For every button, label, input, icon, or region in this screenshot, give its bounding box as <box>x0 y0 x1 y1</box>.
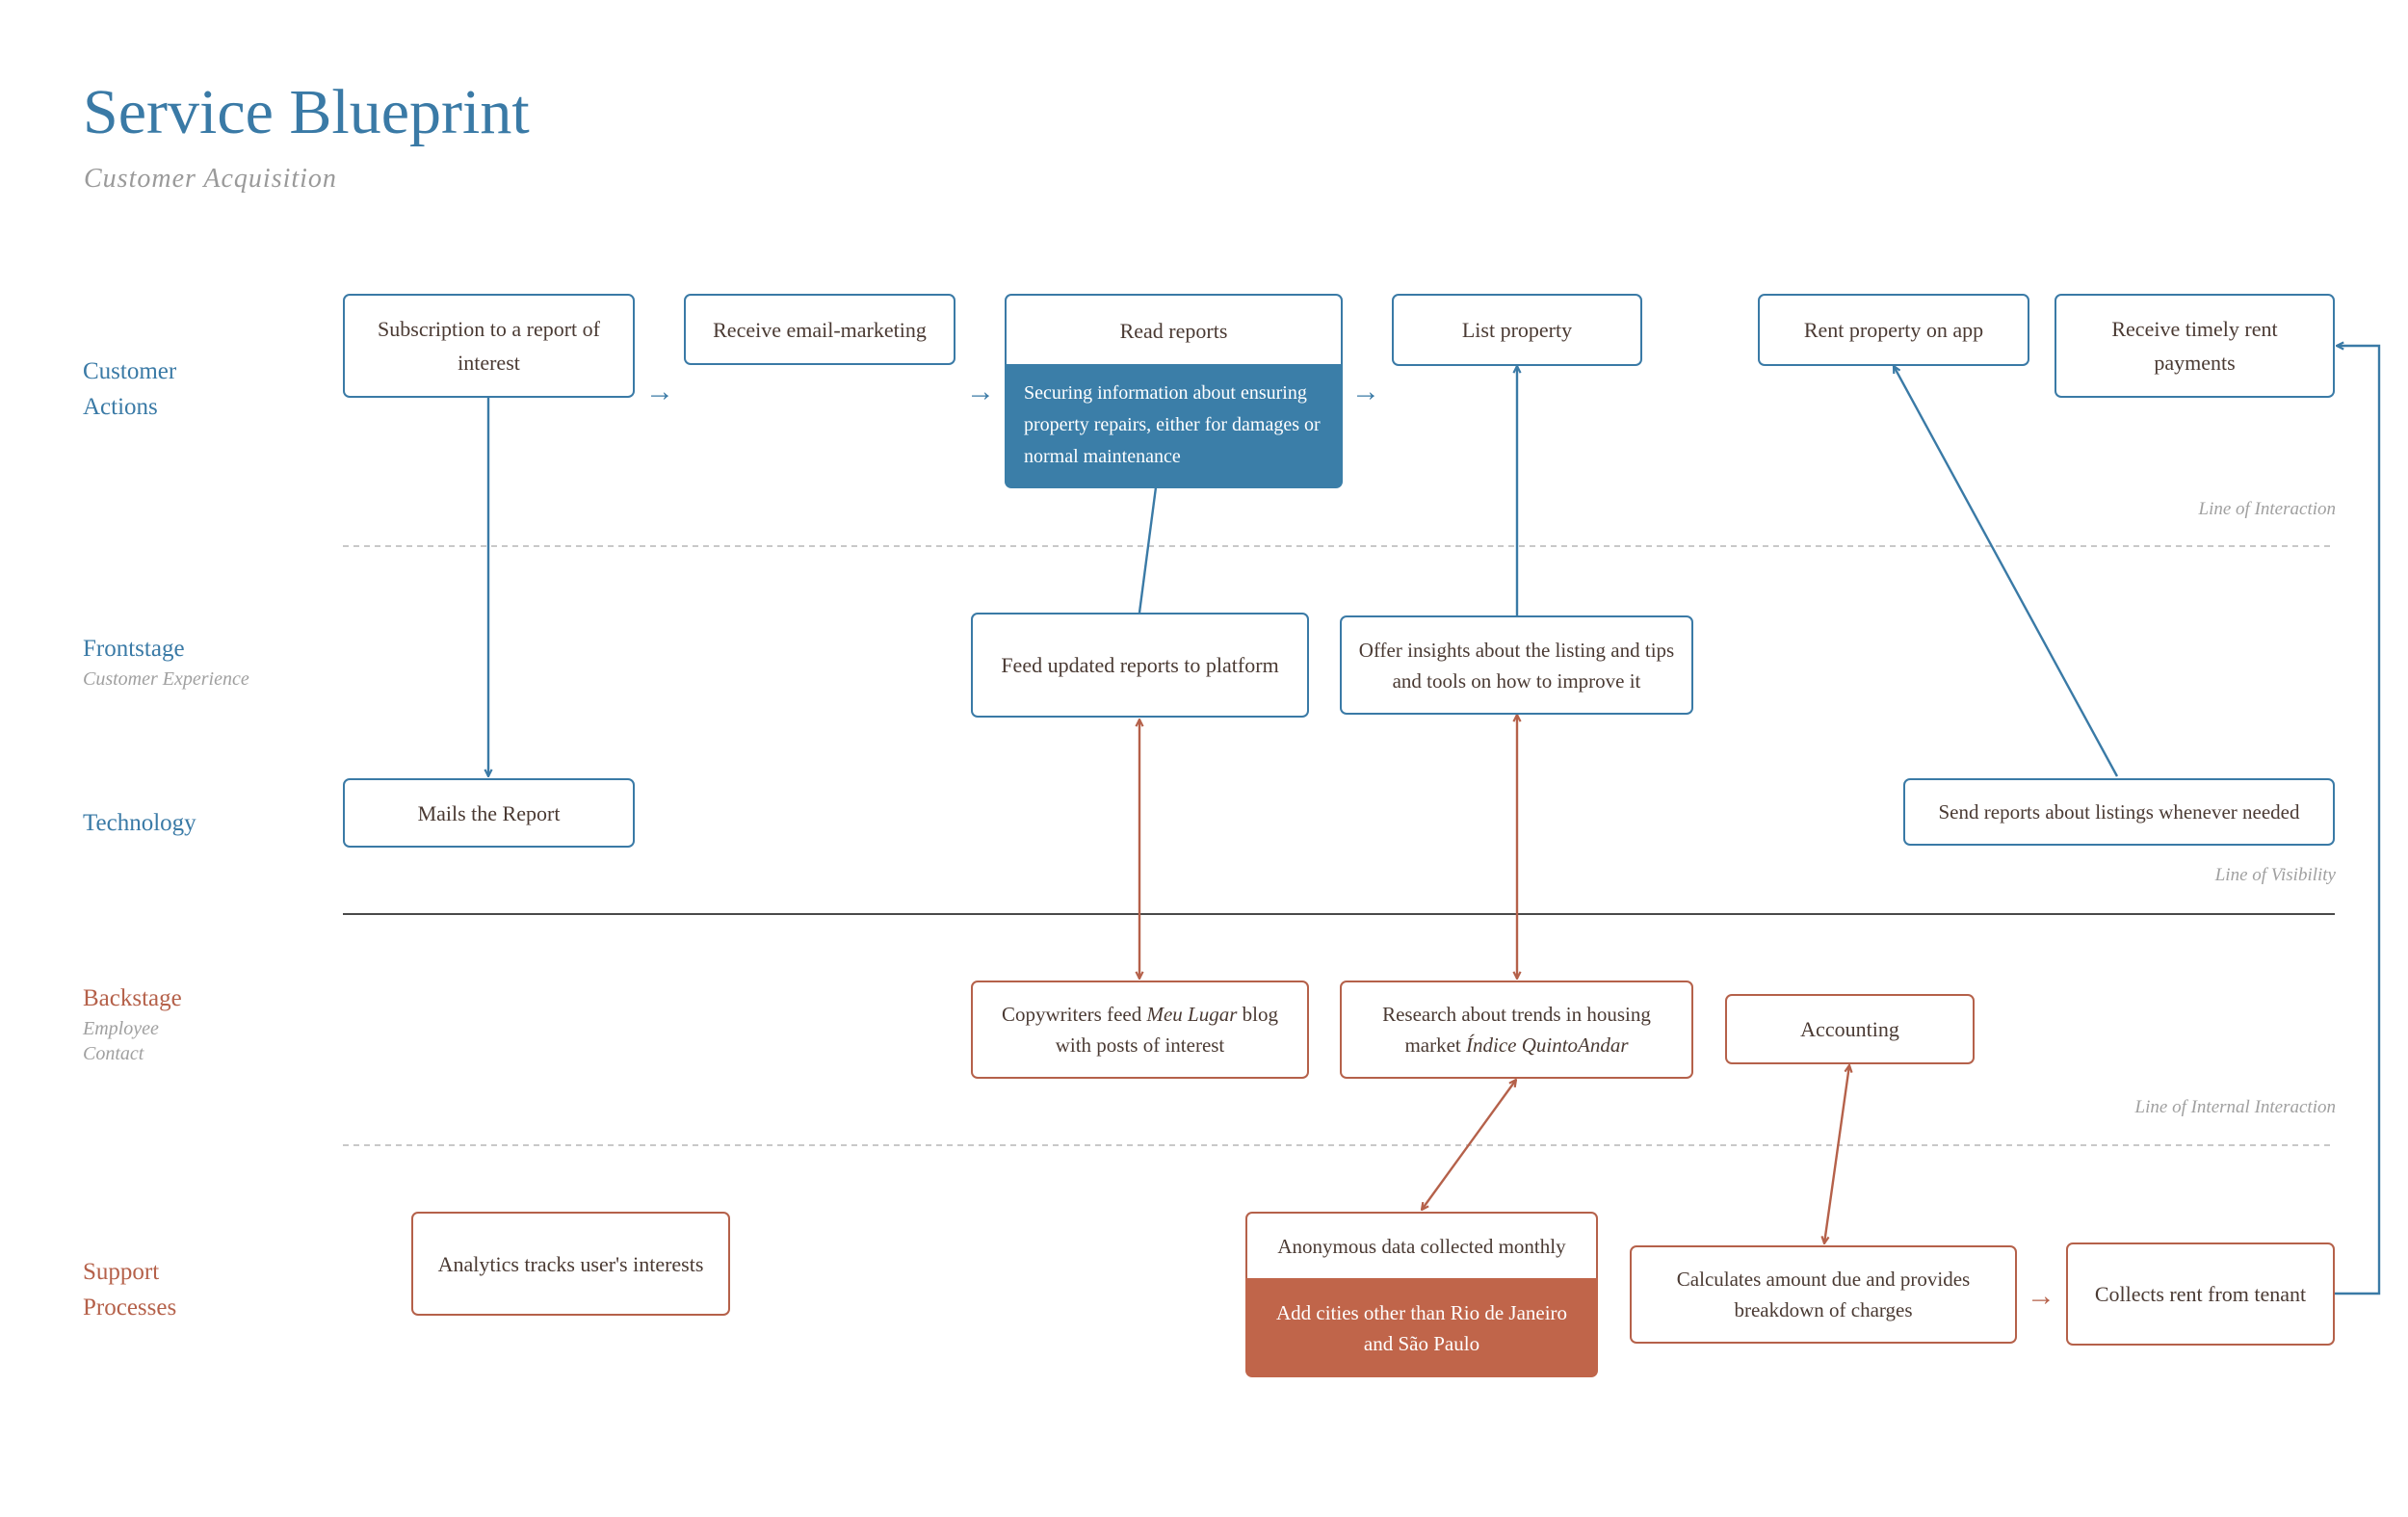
lane-sublabel: Customer Experience <box>83 668 249 690</box>
connector-accounting-calculates <box>1824 1065 1849 1243</box>
lane-label-line: Actions <box>83 394 158 420</box>
node-collects-rent[interactable]: Collects rent from tenant <box>2066 1242 2335 1346</box>
node-subscription[interactable]: Subscription to a report of interest <box>343 294 635 398</box>
node-anonymous-data[interactable]: Anonymous data collected monthly <box>1245 1212 1598 1279</box>
node-label: Securing information about ensuring prop… <box>1024 382 1321 467</box>
node-label: Copywriters feed Meu Lugar blog with pos… <box>986 999 1294 1060</box>
page-title: Service Blueprint <box>83 77 530 147</box>
lane-backstage: Backstage Employee Contact <box>83 981 182 1066</box>
line-of-interaction-label: Line of Interaction <box>2198 499 2336 519</box>
node-label: Add cities other than Rio de Janeiro and… <box>1275 1300 1568 1355</box>
node-add-cities: Add cities other than Rio de Janeiro and… <box>1245 1278 1598 1377</box>
node-label: List property <box>1461 318 1573 342</box>
blog-name: Meu Lugar <box>1146 1003 1238 1026</box>
node-research-trends[interactable]: Research about trends in housing market … <box>1340 981 1693 1079</box>
connector-send-to-rent <box>1894 366 2119 777</box>
node-email-marketing[interactable]: Receive email-marketing <box>684 294 955 365</box>
node-feed-updated-reports[interactable]: Feed updated reports to platform <box>971 613 1309 718</box>
node-label: Offer insights about the listing and tip… <box>1358 638 1675 693</box>
connector-research-anonymous <box>1422 1080 1516 1210</box>
lane-label: Frontstage <box>83 636 185 662</box>
node-label: Send reports about listings whenever nee… <box>1938 800 2300 824</box>
node-list-property[interactable]: List property <box>1392 294 1642 366</box>
lane-label-line: Support <box>83 1259 160 1285</box>
lane-label-line: Customer <box>83 358 177 384</box>
node-securing-information: Securing information about ensuring prop… <box>1005 364 1343 488</box>
node-label: Anonymous data collected monthly <box>1277 1235 1566 1258</box>
connector-feed-to-read <box>1138 486 1158 614</box>
node-read-reports[interactable]: Read reports <box>1005 294 1343 366</box>
node-label: Analytics tracks user's interests <box>437 1251 704 1276</box>
lane-frontstage: Frontstage Customer Experience <box>83 631 249 692</box>
node-label: Subscription to a report of interest <box>378 317 600 375</box>
node-label: Research about trends in housing market … <box>1355 999 1678 1060</box>
node-copywriters[interactable]: Copywriters feed Meu Lugar blog with pos… <box>971 981 1309 1079</box>
line-of-visibility-label: Line of Visibility <box>2214 865 2336 885</box>
node-mails-report[interactable]: Mails the Report <box>343 778 635 848</box>
node-rent-property-app[interactable]: Rent property on app <box>1758 294 2029 366</box>
node-label: Read reports <box>1119 319 1228 343</box>
lane-support-processes: Support Processes <box>83 1254 176 1325</box>
node-receive-timely-rent[interactable]: Receive timely rent payments <box>2055 294 2335 398</box>
node-label: Accounting <box>1800 1017 1899 1041</box>
flow-arrow-icon: → <box>2027 1280 2055 1312</box>
node-label: Mails the Report <box>417 800 561 825</box>
index-name: Índice QuintoAndar <box>1466 1033 1629 1057</box>
node-analytics[interactable]: Analytics tracks user's interests <box>411 1212 730 1316</box>
lane-label: Backstage <box>83 985 182 1011</box>
flow-arrow-icon: → <box>1351 376 1380 407</box>
node-label: Collects rent from tenant <box>2094 1282 2307 1306</box>
node-accounting[interactable]: Accounting <box>1725 994 1975 1064</box>
node-label: Receive email-marketing <box>713 317 927 342</box>
line-of-internal-interaction-label: Line of Internal Interaction <box>2134 1097 2336 1117</box>
connector-collects-to-timely <box>2335 346 2381 1295</box>
node-calculates-amount[interactable]: Calculates amount due and provides break… <box>1630 1245 2017 1344</box>
lane-label-line: Processes <box>83 1295 177 1321</box>
page-subtitle: Customer Acquisition <box>84 164 337 194</box>
node-label-part: blog with posts of interest <box>1055 1003 1278 1057</box>
node-offer-insights[interactable]: Offer insights about the listing and tip… <box>1340 615 1693 715</box>
node-label-part: Copywriters feed <box>1002 1003 1147 1026</box>
lane-customer-actions: Customer Actions <box>83 353 176 425</box>
node-label: Calculates amount due and provides break… <box>1676 1268 1971 1321</box>
flow-arrow-icon: → <box>966 376 995 407</box>
node-send-reports[interactable]: Send reports about listings whenever nee… <box>1903 778 2335 846</box>
lane-sublabel: Contact <box>83 1043 144 1064</box>
flow-arrow-icon: → <box>645 376 674 407</box>
lane-technology: Technology <box>83 810 196 836</box>
node-label-part: Research about trends in housing market <box>1382 1003 1651 1057</box>
lane-sublabel: Employee <box>83 1018 159 1039</box>
node-label: Receive timely rent payments <box>2111 317 2278 375</box>
node-label: Feed updated reports to platform <box>1001 653 1279 677</box>
node-label: Rent property on app <box>1803 318 1984 342</box>
